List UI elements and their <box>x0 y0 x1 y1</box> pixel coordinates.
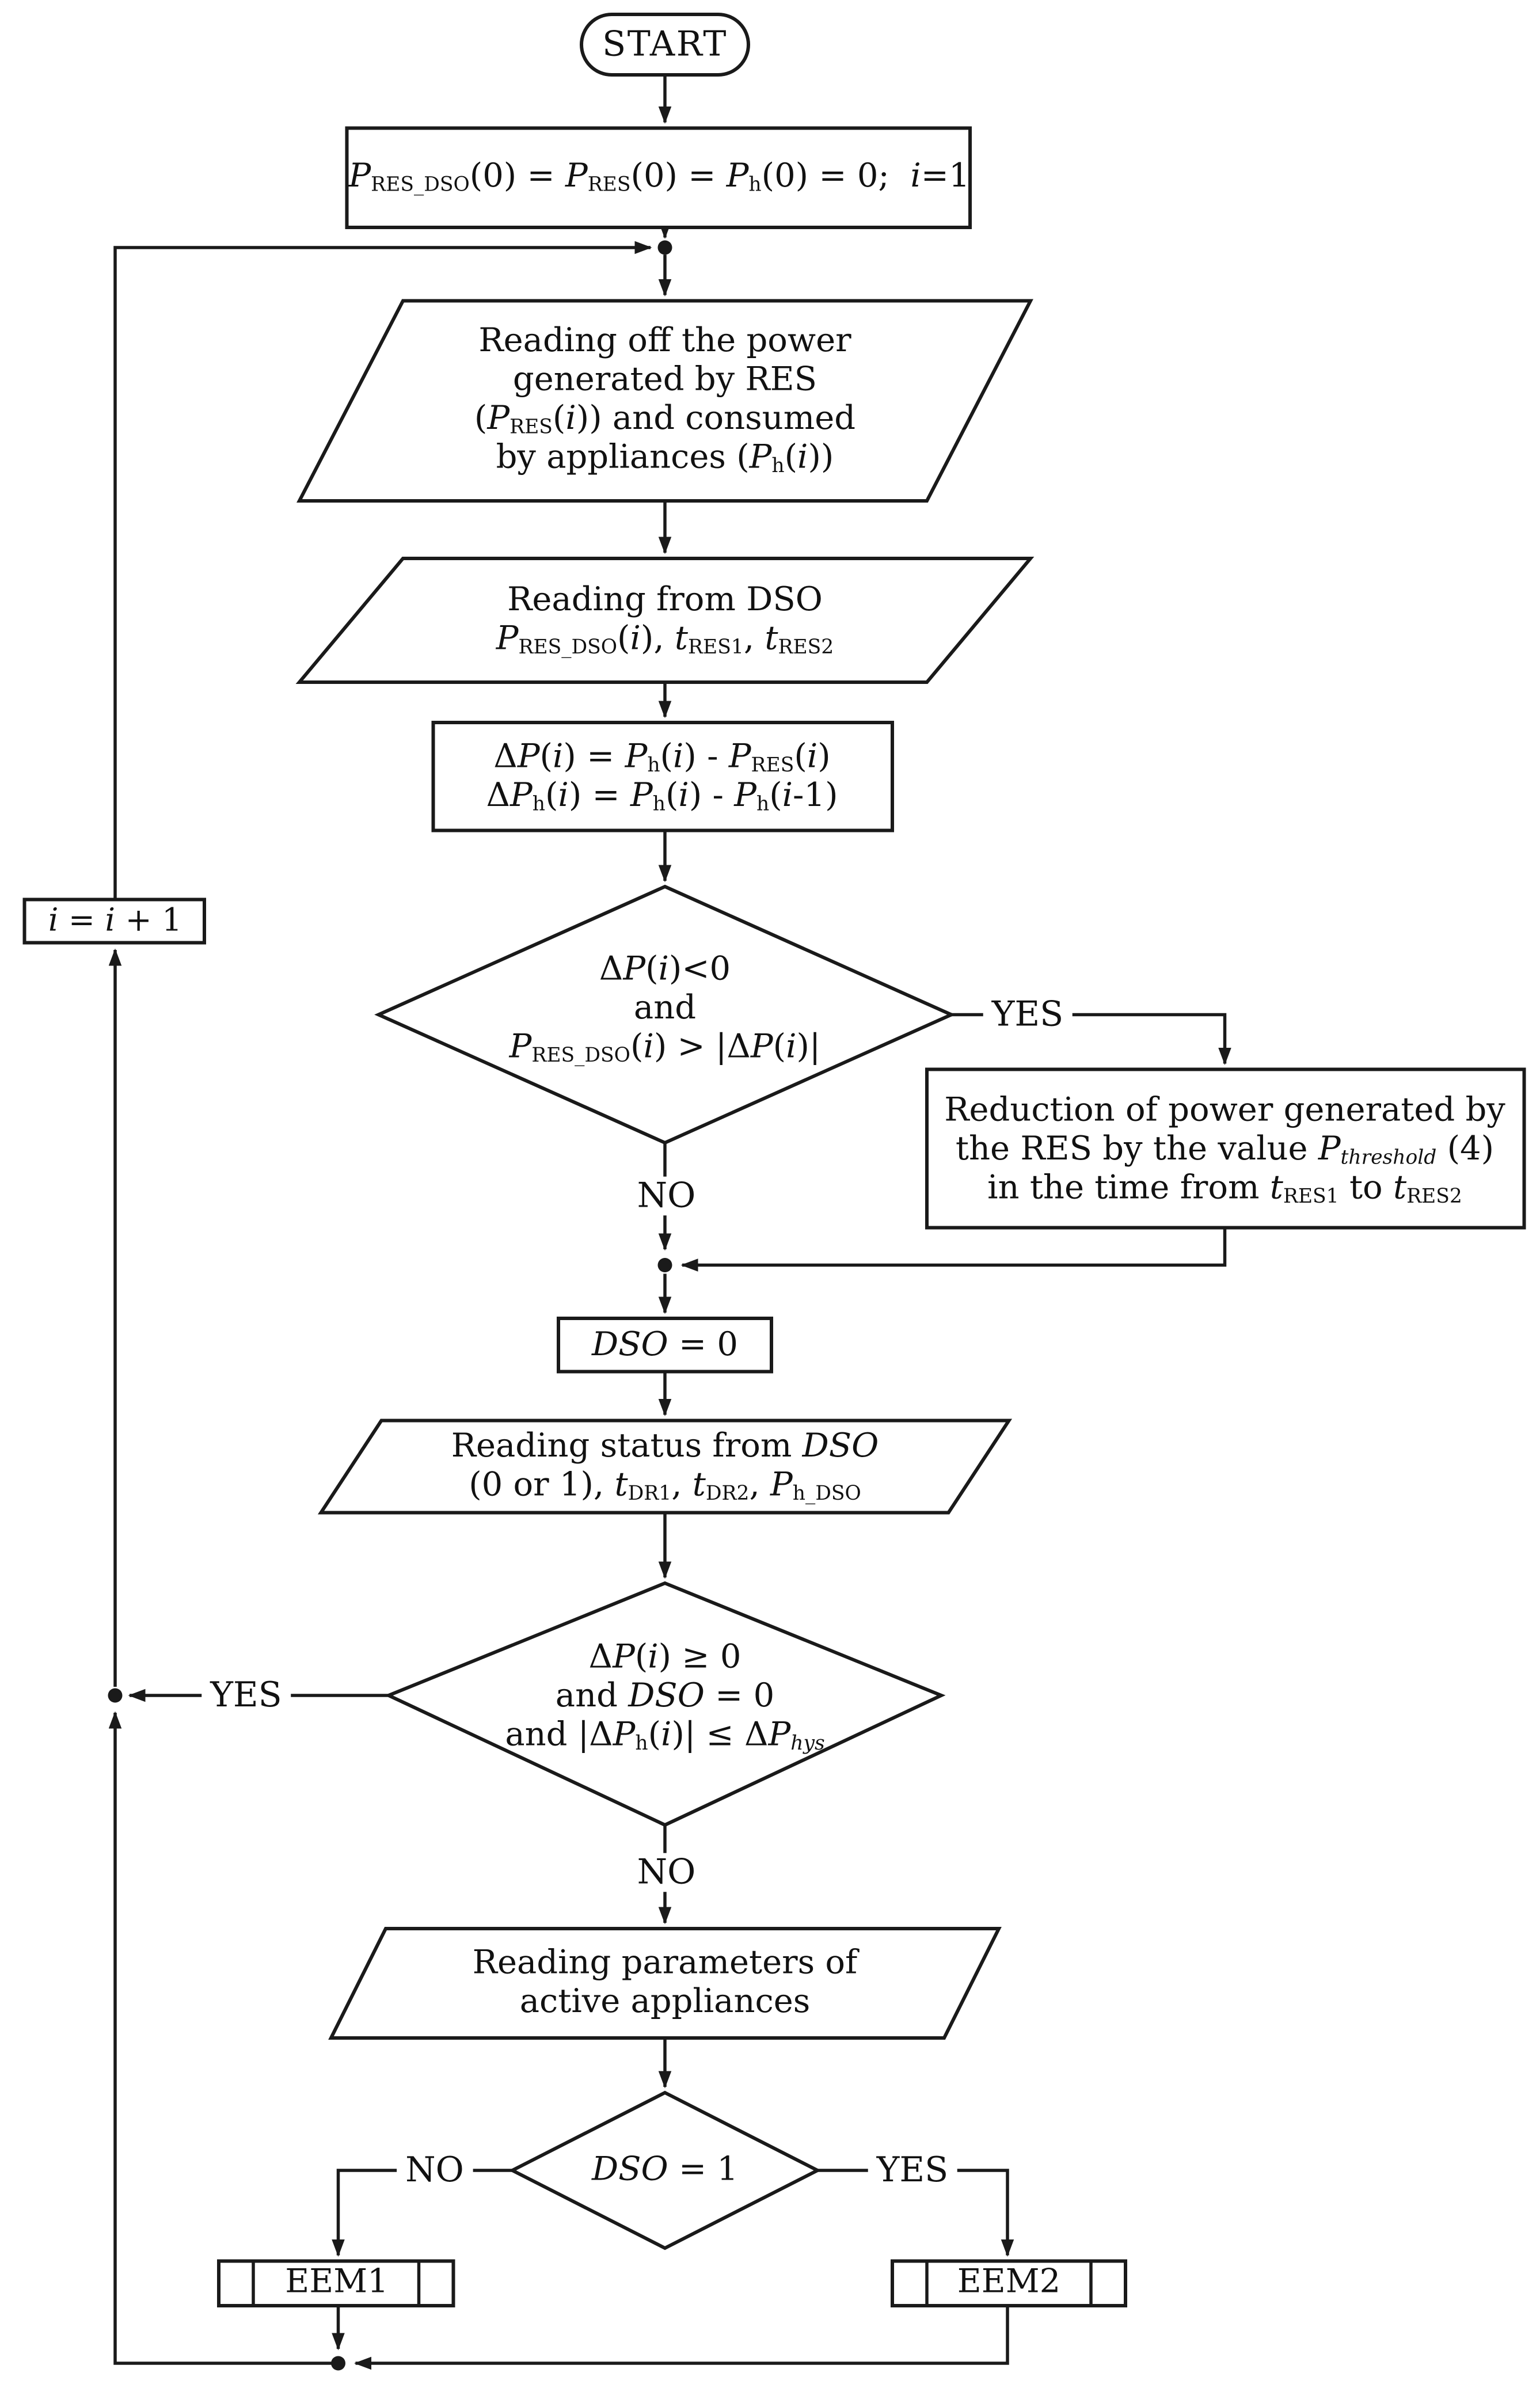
junction-bottom <box>331 2356 345 2371</box>
start-terminator-shape <box>581 14 748 75</box>
read-power-parallelogram-shape <box>299 301 1031 501</box>
dso-reset-box-shape <box>558 1318 771 1372</box>
junction-top <box>657 240 672 255</box>
reduction-box-shape <box>927 1070 1524 1228</box>
junction-left-loop <box>108 1688 123 1703</box>
read-dso-parallelogram-shape <box>299 558 1031 682</box>
read-status-parallelogram-shape <box>321 1421 1009 1513</box>
junction-after-decision1 <box>657 1258 672 1272</box>
edge-bottom-junction-to-left-junction <box>108 1711 339 2363</box>
edge-eem2-to-bottom-junction <box>354 2306 1008 2370</box>
decision3-diamond-shape <box>512 2093 817 2248</box>
delta-calc-box-shape <box>434 723 893 831</box>
edge-decision3-no-to-eem1 <box>332 2170 513 2257</box>
decision2-diamond-shape <box>389 1583 941 1825</box>
read-params-parallelogram-shape <box>331 1929 999 2038</box>
edge-reduction-to-junction2 <box>680 1228 1225 1272</box>
edge-decision1-yes-to-reduction <box>952 1015 1231 1065</box>
init-box-shape <box>347 128 971 228</box>
increment-box-shape <box>25 900 205 943</box>
eem1-predefined-shape <box>219 2261 454 2306</box>
eem2-predefined-shape <box>892 2261 1125 2306</box>
decision1-diamond-shape <box>379 887 952 1143</box>
edge-loop-return-to-junction1 <box>115 241 652 900</box>
edge-decision3-yes-to-eem2 <box>817 2170 1014 2257</box>
